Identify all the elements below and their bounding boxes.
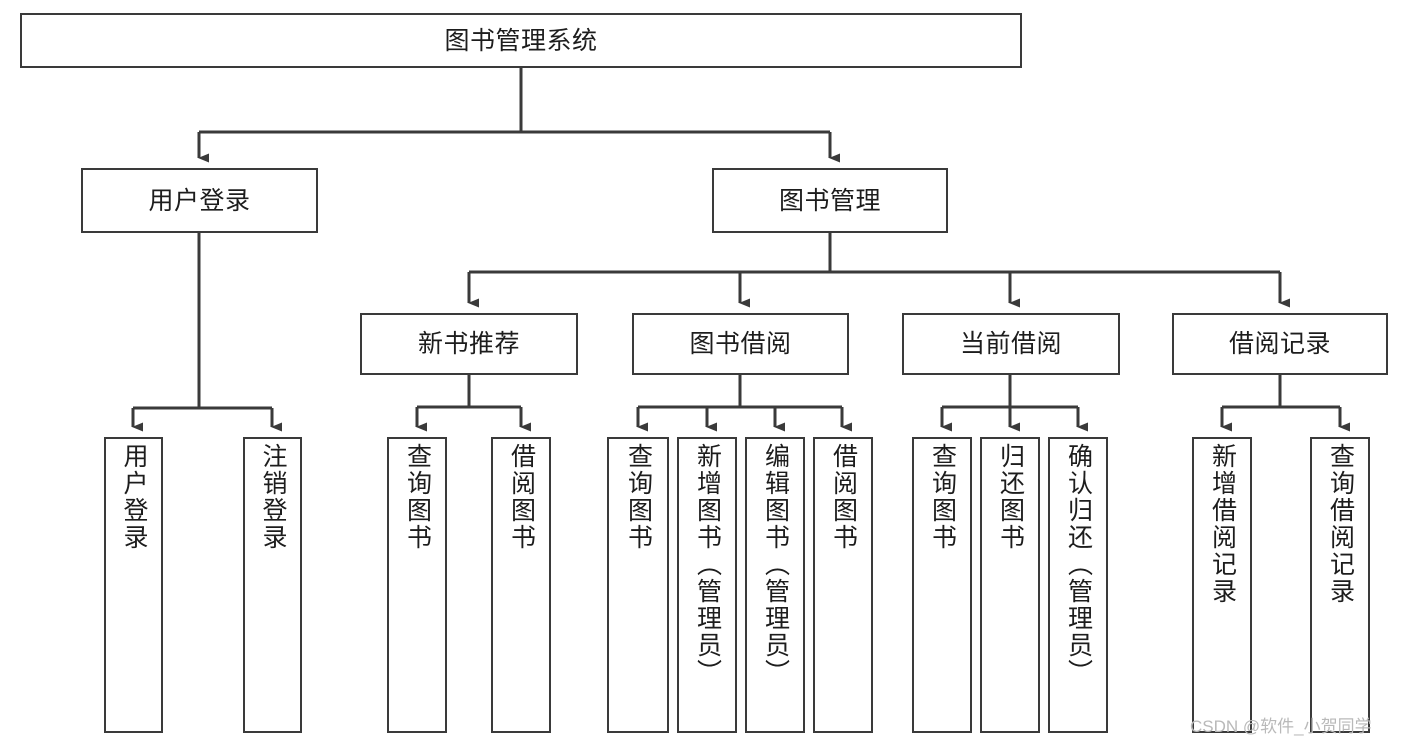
node-label: 新增借阅记录 — [1208, 443, 1237, 605]
node-label: 新增图书（管理员） — [693, 443, 722, 686]
leaf-add-book-admin[interactable]: 新增图书（管理员） — [677, 437, 737, 733]
node-root-book-management-system[interactable]: 图书管理系统 — [20, 13, 1022, 68]
node-label: 查询图书 — [403, 443, 432, 551]
node-label: 图书借阅 — [689, 330, 792, 358]
leaf-confirm-return-admin[interactable]: 确认归还（管理员） — [1048, 437, 1108, 733]
node-label: 归还图书 — [996, 443, 1025, 551]
node-user-login[interactable]: 用户登录 — [81, 168, 318, 233]
node-borrow-record[interactable]: 借阅记录 — [1172, 313, 1388, 375]
leaf-logout-login[interactable]: 注销登录 — [243, 437, 302, 733]
node-label: 编辑图书（管理员） — [761, 443, 790, 686]
node-label: 查询图书 — [624, 443, 653, 551]
node-label: 借阅图书 — [507, 443, 536, 551]
node-label: 查询图书 — [928, 443, 957, 551]
node-label: 用户登录 — [120, 443, 148, 551]
node-label: 当前借阅 — [959, 330, 1062, 358]
leaf-edit-book-admin[interactable]: 编辑图书（管理员） — [745, 437, 805, 733]
node-current-borrow[interactable]: 当前借阅 — [902, 313, 1120, 375]
leaf-return-book[interactable]: 归还图书 — [980, 437, 1040, 733]
node-label: 借阅记录 — [1228, 330, 1331, 358]
csdn-watermark: CSDN @软件_小贺同学 — [1190, 717, 1372, 736]
leaf-query-borrow-record[interactable]: 查询借阅记录 — [1310, 437, 1370, 733]
node-label: 图书管理 — [778, 186, 881, 215]
node-book-borrow[interactable]: 图书借阅 — [632, 313, 849, 375]
node-label: 图书管理系统 — [444, 26, 598, 55]
node-label: 确认归还（管理员） — [1064, 443, 1093, 686]
leaf-borrow-book-recommend[interactable]: 借阅图书 — [491, 437, 551, 733]
node-label: 新书推荐 — [417, 330, 520, 358]
node-label: 查询借阅记录 — [1326, 443, 1355, 605]
leaf-borrow-book[interactable]: 借阅图书 — [813, 437, 873, 733]
node-label: 用户登录 — [148, 186, 251, 215]
node-book-management[interactable]: 图书管理 — [712, 168, 948, 233]
node-label: 借阅图书 — [829, 443, 858, 551]
leaf-query-book-current[interactable]: 查询图书 — [912, 437, 972, 733]
node-new-book-recommend[interactable]: 新书推荐 — [360, 313, 578, 375]
leaf-user-login[interactable]: 用户登录 — [104, 437, 163, 733]
leaf-add-borrow-record[interactable]: 新增借阅记录 — [1192, 437, 1252, 733]
node-label: 注销登录 — [259, 443, 287, 551]
leaf-query-book-borrow[interactable]: 查询图书 — [607, 437, 669, 733]
leaf-query-book-recommend[interactable]: 查询图书 — [387, 437, 447, 733]
